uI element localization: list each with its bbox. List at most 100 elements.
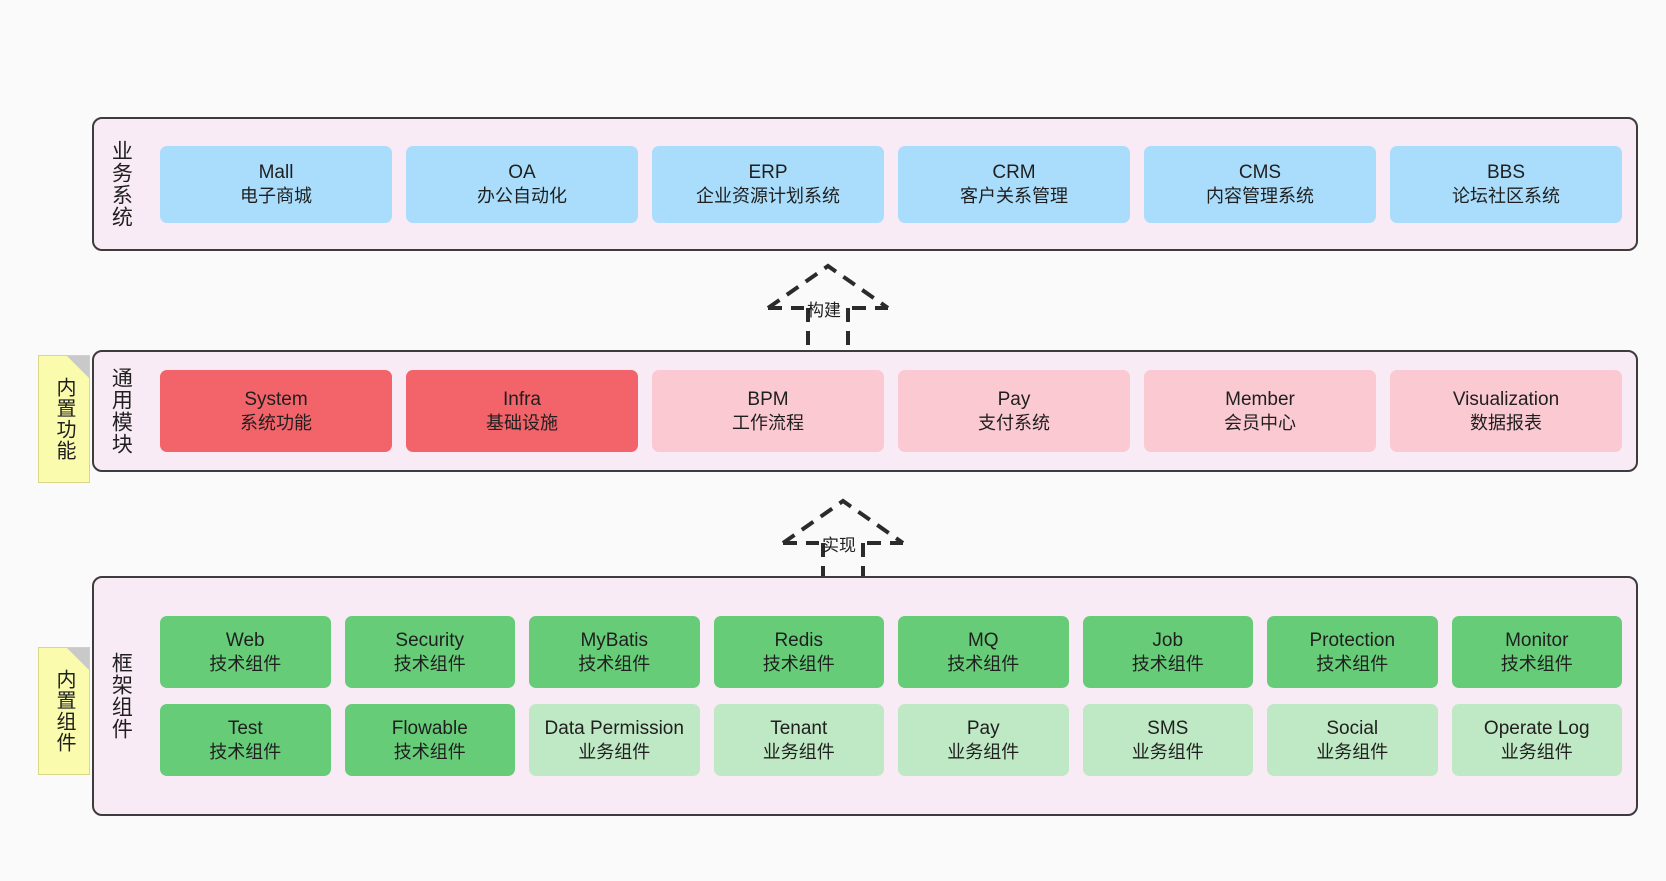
component-card-subtitle: 系统功能 xyxy=(240,412,312,433)
component-card-title: MQ xyxy=(967,629,999,651)
note-fold-corner-icon xyxy=(67,356,89,378)
component-card-title: Visualization xyxy=(1452,388,1560,410)
component-card-subtitle: 工作流程 xyxy=(732,412,804,433)
business-system-layer-title: 业务系统 xyxy=(109,140,133,228)
component-card-title: Member xyxy=(1225,388,1295,410)
component-card-subtitle: 业务组件 xyxy=(947,741,1020,762)
builtin-component-note-label: 内置组件 xyxy=(53,669,75,753)
component-card-subtitle: 论坛社区系统 xyxy=(1452,185,1560,206)
component-card-title: Protection xyxy=(1309,629,1396,651)
component-card-subtitle: 基础设施 xyxy=(486,412,558,433)
component-card-title: Monitor xyxy=(1505,629,1569,651)
component-card-subtitle: 技术组件 xyxy=(1131,653,1204,674)
component-card-subtitle: 业务组件 xyxy=(1316,741,1389,762)
component-card-subtitle: 技术组件 xyxy=(393,741,466,762)
component-card-title: Data Permission xyxy=(544,717,684,739)
component-card-title: Job xyxy=(1152,629,1184,651)
component-card-subtitle: 技术组件 xyxy=(209,741,282,762)
component-card-subtitle: 技术组件 xyxy=(1500,653,1573,674)
component-card-subtitle: 技术组件 xyxy=(762,653,835,674)
connector-build-arrow-icon xyxy=(766,263,890,348)
builtin-component-note: 内置组件 xyxy=(38,647,90,775)
component-card-subtitle: 业务组件 xyxy=(1131,741,1204,762)
framework-component-layer-title: 框架组件 xyxy=(109,652,133,740)
connector-implement-arrow-icon xyxy=(781,498,905,583)
component-card-title: Security xyxy=(395,629,465,651)
component-card-title: Tenant xyxy=(770,717,828,739)
component-card-subtitle: 办公自动化 xyxy=(477,185,567,206)
component-card-subtitle: 技术组件 xyxy=(209,653,282,674)
connector-build-label: 构建 xyxy=(807,301,841,320)
component-card-title: Infra xyxy=(502,388,542,410)
connector-implement-label: 实现 xyxy=(822,536,856,555)
component-card-subtitle: 客户关系管理 xyxy=(960,185,1068,206)
component-card-title: SMS xyxy=(1147,717,1189,739)
component-card-subtitle: 技术组件 xyxy=(393,653,466,674)
component-card-title: BBS xyxy=(1486,161,1526,183)
component-card-title: Test xyxy=(227,717,263,739)
component-card-subtitle: 企业资源计划系统 xyxy=(696,185,840,206)
component-card-title: Pay xyxy=(966,717,1000,739)
note-fold-corner-icon xyxy=(67,648,89,670)
component-card-title: BPM xyxy=(747,388,789,410)
component-card-subtitle: 技术组件 xyxy=(947,653,1020,674)
component-card-title: MyBatis xyxy=(580,629,649,651)
component-card-title: System xyxy=(244,388,308,410)
component-card-subtitle: 内容管理系统 xyxy=(1206,185,1314,206)
common-module-layer-title: 通用模块 xyxy=(109,367,133,455)
component-card-title: Flowable xyxy=(391,717,468,739)
component-card-title: Social xyxy=(1326,717,1379,739)
component-card-title: ERP xyxy=(748,161,788,183)
component-card-subtitle: 数据报表 xyxy=(1470,412,1542,433)
component-card-title: Redis xyxy=(774,629,824,651)
component-card-subtitle: 会员中心 xyxy=(1224,412,1296,433)
component-card-title: OA xyxy=(508,161,536,183)
component-card-title: Pay xyxy=(997,388,1031,410)
component-card-subtitle: 电子商城 xyxy=(240,185,312,206)
connector-implement: 实现 xyxy=(775,495,915,585)
component-card-title: Operate Log xyxy=(1483,717,1590,739)
connector-build: 构建 xyxy=(760,260,900,350)
component-card-subtitle: 技术组件 xyxy=(1316,653,1389,674)
component-card-title: Web xyxy=(225,629,265,651)
component-card-subtitle: 支付系统 xyxy=(978,412,1050,433)
component-card-title: CRM xyxy=(992,161,1036,183)
component-card-subtitle: 业务组件 xyxy=(578,741,651,762)
